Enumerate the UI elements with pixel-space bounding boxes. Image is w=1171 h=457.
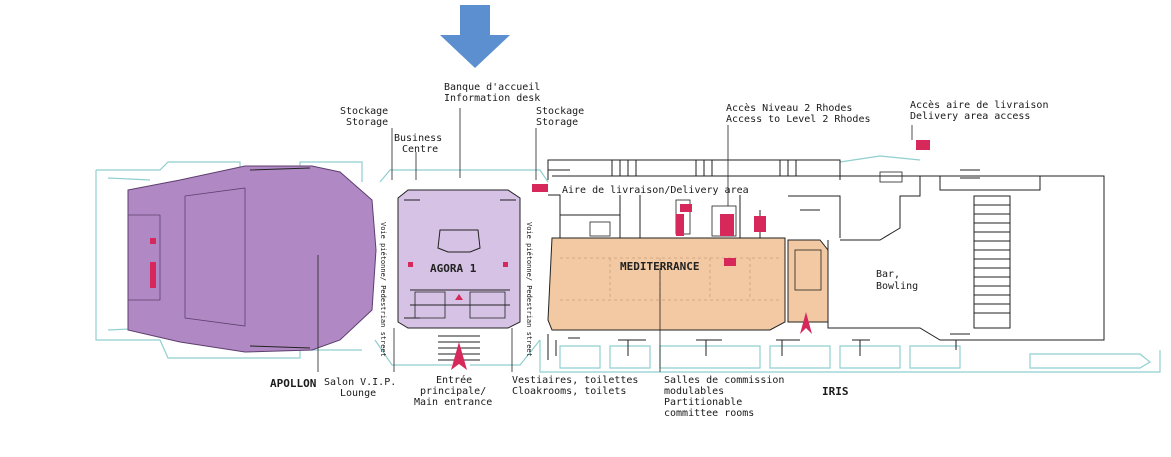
- north-wing: [532, 140, 1040, 238]
- access-level-2-label: Accès Niveau 2 Rhodes Access to Level 2 …: [726, 102, 871, 125]
- pedestrian-street-left-label: Voie piétonne/ Pedestrian street: [379, 222, 387, 357]
- entrance-arrow-icon: [451, 342, 467, 370]
- committee-rooms-label: Salles de commission modulables Partitio…: [664, 375, 790, 419]
- arrow-down-icon: [440, 5, 510, 68]
- mediterrance-room-label: MEDITERRANCE: [620, 260, 699, 273]
- iris-label: IRIS: [822, 385, 849, 398]
- room-apollon[interactable]: [127, 165, 377, 353]
- cloakrooms-label: Vestiaires, toilettes Cloakrooms, toilet…: [512, 375, 644, 397]
- storage-left-label: Stockage Storage: [340, 106, 394, 128]
- room-iris[interactable]: [787, 239, 829, 323]
- business-centre-label: Business Centre: [394, 133, 448, 155]
- south-wing: [547, 334, 870, 360]
- bar-bowling-label: Bar, Bowling: [876, 269, 918, 292]
- iris-arrow-icon: [800, 312, 812, 334]
- building-outline: [95, 155, 1161, 373]
- pedestrian-street-right-label: Voie piétonne/ Pedestrian street: [525, 222, 533, 357]
- delivery-area-label: Aire de livraison/Delivery area: [562, 185, 749, 196]
- delivery-access-label: Accès aire de livraison Delivery area ac…: [910, 99, 1055, 122]
- apollon-label: APOLLON: [270, 377, 316, 390]
- leader-lines: [391, 108, 913, 372]
- room-mediterrance[interactable]: [547, 237, 786, 331]
- main-entrance-label: Entrée principale/ Main entrance: [414, 374, 492, 408]
- vip-lounge-label: Salon V.I.P. Lounge: [324, 377, 402, 399]
- bar-bowling-area: [827, 169, 1105, 350]
- agora-room-label: AGORA 1: [430, 262, 477, 275]
- room-agora-1[interactable]: [397, 189, 521, 329]
- storage-right-label: Stockage Storage: [536, 106, 590, 128]
- info-desk-label: Banque d'accueil Information desk: [444, 82, 546, 104]
